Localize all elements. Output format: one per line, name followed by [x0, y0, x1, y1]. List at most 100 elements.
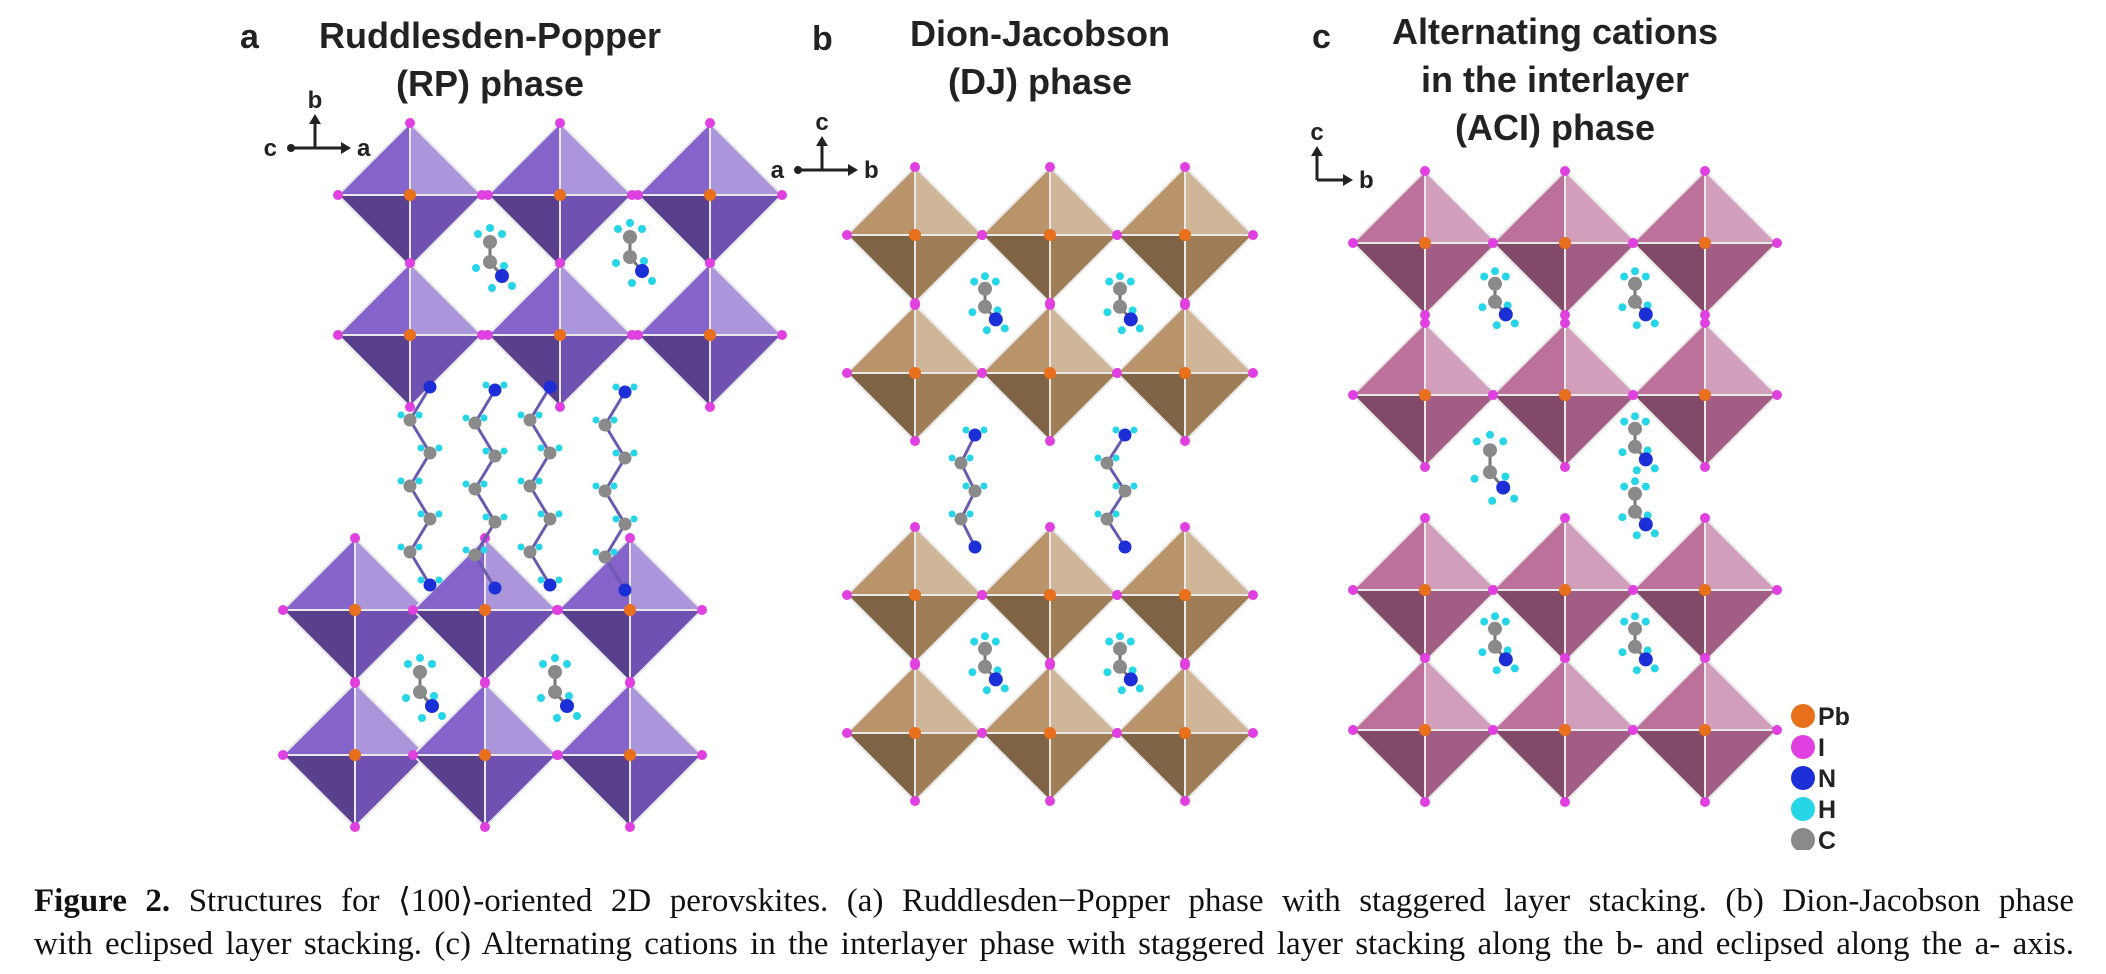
- i-atom: [1420, 166, 1430, 176]
- h-atom: [555, 444, 563, 452]
- organic-cation: [537, 654, 581, 722]
- h-atom: [1650, 464, 1659, 473]
- octahedron-face: [409, 194, 485, 270]
- pb-atom: [1699, 389, 1711, 401]
- i-atom: [1560, 462, 1570, 472]
- octahedron-face: [484, 680, 560, 756]
- n-atom: [1498, 307, 1513, 322]
- h-atom: [438, 712, 446, 720]
- i-atom: [1045, 660, 1055, 670]
- i-atom: [1700, 797, 1710, 807]
- panel-a-crystal-structure: [278, 118, 787, 832]
- i-atom: [1180, 796, 1190, 806]
- panel-c-title-line-3: (ACI) phase: [1455, 107, 1655, 148]
- h-atom: [480, 414, 488, 422]
- octahedron-face: [555, 609, 631, 685]
- octahedron-face: [335, 334, 411, 410]
- octahedron-face: [979, 524, 1051, 596]
- i-atom: [1628, 390, 1638, 400]
- octahedron-face: [280, 609, 356, 685]
- octahedron-face: [1490, 729, 1566, 805]
- h-atom: [417, 576, 425, 584]
- c-atom: [954, 456, 968, 470]
- octahedron-face: [280, 680, 356, 756]
- pb-atom: [1699, 237, 1711, 249]
- octahedron-face: [1424, 320, 1500, 396]
- pb-atom: [479, 749, 491, 761]
- h-atom: [565, 692, 573, 700]
- h-atom: [508, 282, 516, 290]
- h-atom: [1472, 437, 1481, 446]
- h-atom: [630, 515, 638, 523]
- octahedron-face: [1350, 515, 1426, 591]
- h-atom: [1112, 482, 1120, 490]
- axis-label-up: c: [1310, 119, 1323, 146]
- octahedron-face: [354, 609, 430, 685]
- octahedron-face: [1704, 589, 1780, 665]
- h-atom: [1632, 666, 1641, 675]
- octahedron: [977, 522, 1123, 668]
- spacer-chain: [397, 380, 443, 592]
- h-atom: [418, 714, 426, 722]
- octahedron-face: [635, 334, 711, 410]
- axis-label-right: b: [1359, 167, 1374, 194]
- octahedron-face: [1049, 524, 1121, 596]
- octahedron-face: [1114, 594, 1186, 666]
- i-atom: [705, 258, 715, 268]
- i-atom: [1180, 436, 1190, 446]
- octahedron: [553, 678, 707, 832]
- pb-atom: [1044, 589, 1056, 601]
- i-atom: [1180, 522, 1190, 532]
- octahedron-face: [1114, 732, 1186, 804]
- h-atom: [1117, 326, 1126, 335]
- i-atom: [1420, 513, 1430, 523]
- octahedron-face: [1704, 394, 1780, 470]
- h-atom: [500, 262, 508, 270]
- h-atom: [1478, 648, 1487, 657]
- h-atom: [1620, 417, 1629, 426]
- i-atom: [1560, 513, 1570, 523]
- panel-a-title-line-1: Ruddlesden-Popper: [319, 15, 661, 56]
- octahedron-face: [1350, 729, 1426, 805]
- pb-atom: [349, 604, 361, 616]
- octahedron-face: [1350, 394, 1426, 470]
- pb-atom: [1044, 229, 1056, 241]
- h-atom: [1488, 496, 1497, 505]
- h-atom: [626, 219, 634, 227]
- h-atom: [1641, 272, 1650, 281]
- h-atom: [1501, 472, 1510, 481]
- h-atom: [535, 477, 543, 485]
- c-atom: [488, 449, 502, 463]
- legend-label-i: I: [1818, 734, 1825, 762]
- i-atom: [977, 728, 987, 738]
- pb-atom: [1044, 367, 1056, 379]
- axis-label-left: a: [771, 157, 785, 184]
- n-atom: [560, 699, 574, 713]
- c-atom: [1628, 439, 1642, 454]
- octahedron-face: [914, 372, 986, 444]
- h-atom: [1650, 319, 1659, 328]
- h-atom: [612, 383, 620, 391]
- h-atom: [1643, 646, 1652, 655]
- octahedron: [1488, 653, 1642, 807]
- axis-arrowhead: [848, 164, 858, 176]
- octahedron-face: [280, 754, 356, 830]
- h-atom: [551, 654, 559, 662]
- organic-cation: [1618, 412, 1659, 475]
- octahedron-face: [1184, 662, 1256, 734]
- h-atom: [610, 416, 618, 424]
- octahedron: [1112, 522, 1258, 668]
- i-atom: [977, 590, 987, 600]
- n-atom: [1638, 652, 1653, 667]
- h-atom: [539, 660, 547, 668]
- octahedron-face: [1114, 524, 1186, 596]
- h-atom: [1499, 437, 1508, 446]
- panel-a-axis-indicator: bac: [264, 87, 371, 162]
- h-atom: [480, 480, 488, 488]
- octahedron: [1348, 513, 1502, 667]
- c-atom: [954, 512, 968, 526]
- h-atom: [535, 411, 543, 419]
- c-atom: [623, 250, 637, 264]
- h-atom: [1650, 529, 1659, 538]
- spacer-chain: [517, 380, 563, 592]
